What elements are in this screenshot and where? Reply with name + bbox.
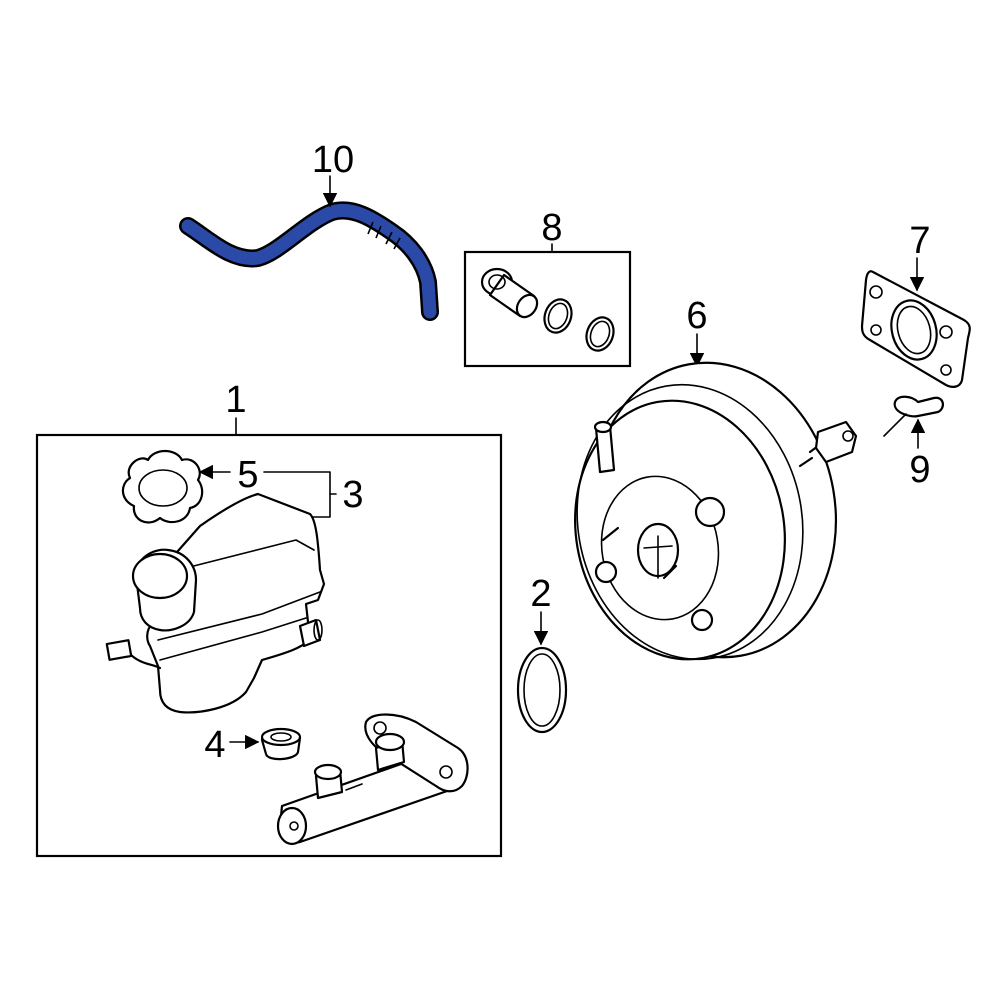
callout-1: 1 bbox=[225, 379, 246, 421]
vacuum-hose[interactable] bbox=[179, 201, 439, 321]
o-ring-large[interactable] bbox=[582, 314, 618, 355]
callout-3: 3 bbox=[342, 474, 363, 516]
callout-9: 9 bbox=[909, 449, 930, 491]
callout-7: 7 bbox=[909, 220, 930, 262]
check-valve-fitting[interactable] bbox=[480, 267, 541, 321]
part-1-assembly-box bbox=[35, 433, 503, 858]
callout-2: 2 bbox=[530, 573, 551, 615]
brake-booster[interactable] bbox=[555, 343, 859, 677]
part-8-kit-box bbox=[463, 250, 632, 368]
callout-6: 6 bbox=[686, 295, 707, 337]
callout-5: 5 bbox=[237, 454, 258, 496]
reservoir-grommet[interactable] bbox=[260, 727, 302, 761]
callout-4: 4 bbox=[204, 724, 225, 766]
callout-10: 10 bbox=[312, 139, 354, 181]
booster-gasket[interactable] bbox=[860, 270, 971, 388]
brake-fluid-reservoir[interactable] bbox=[105, 492, 326, 714]
booster-seal-ring[interactable] bbox=[516, 646, 568, 734]
retaining-clip[interactable] bbox=[883, 395, 944, 437]
reservoir-cap[interactable] bbox=[121, 449, 204, 524]
master-cylinder[interactable] bbox=[276, 713, 469, 846]
o-ring-small[interactable] bbox=[540, 296, 576, 337]
callout-8: 8 bbox=[541, 207, 562, 249]
